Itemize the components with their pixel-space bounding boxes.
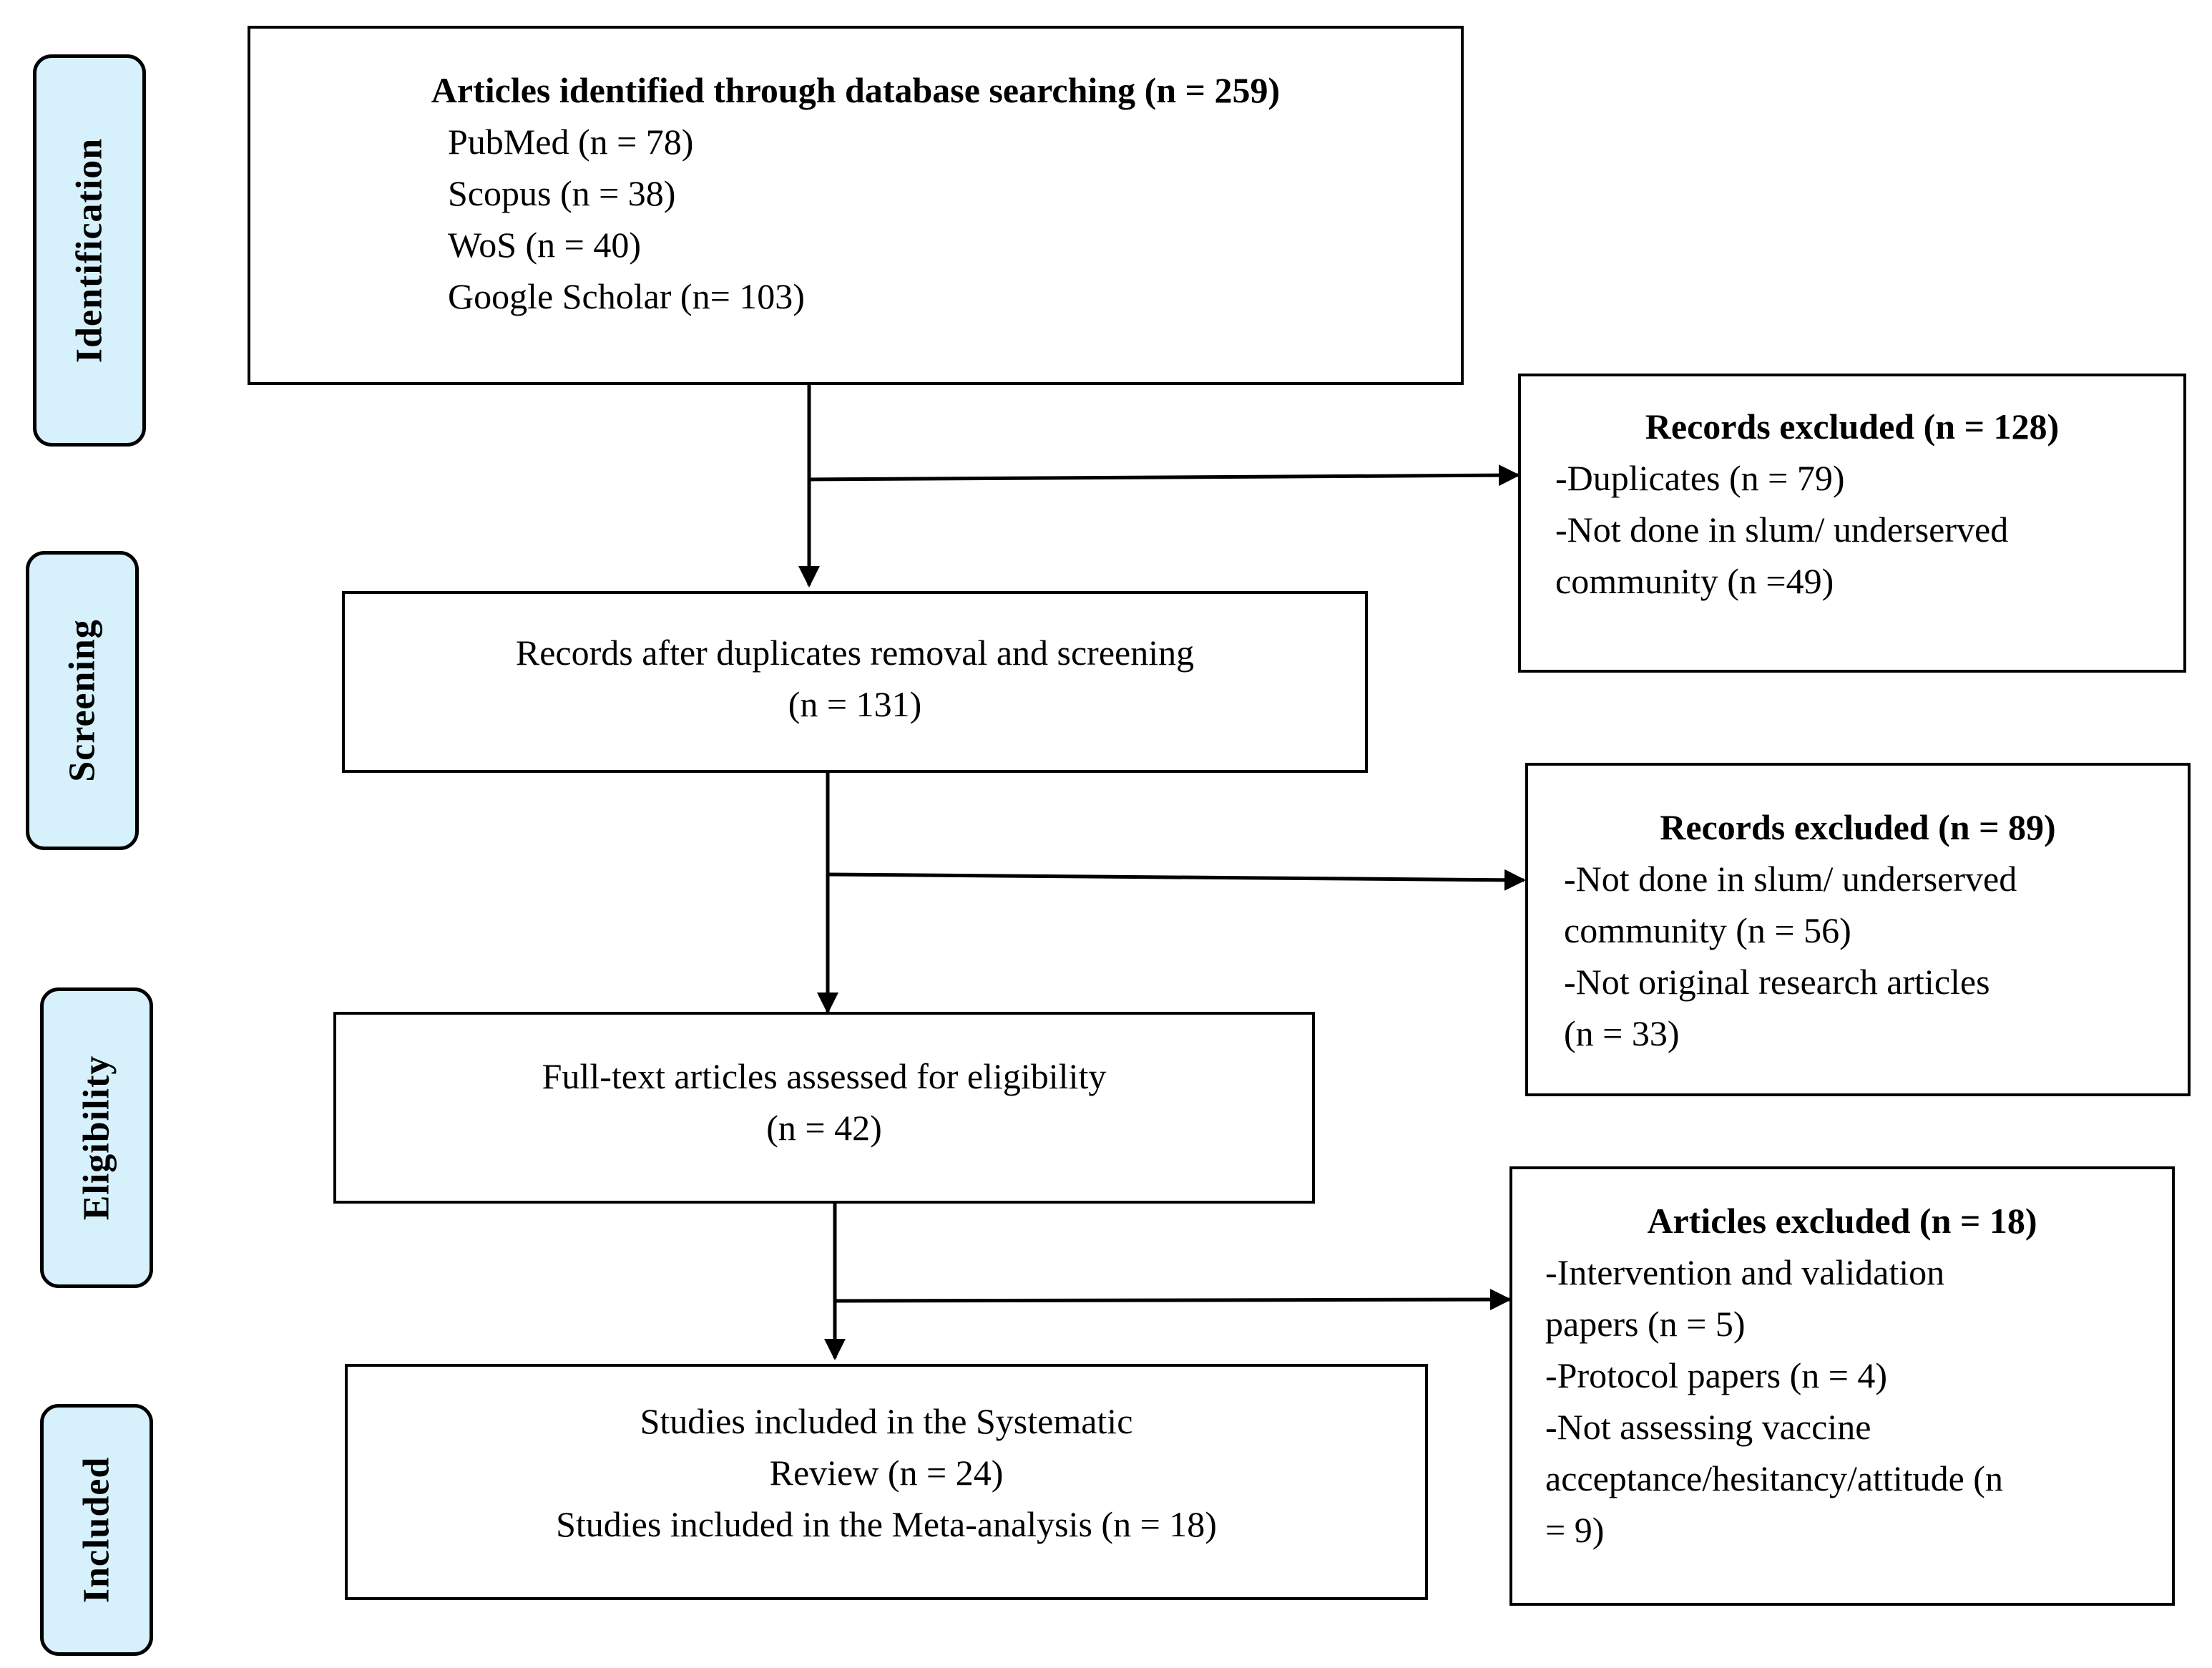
eligible-box: Full-text articles assessed for eligibil… xyxy=(333,1012,1315,1204)
excluded-1-line1: -Duplicates (n = 79) xyxy=(1555,458,1845,498)
included-line3: Studies included in the Meta-analysis (n… xyxy=(556,1504,1217,1544)
identified-google-scholar: Google Scholar (n= 103) xyxy=(448,276,805,316)
excluded-3-line5: acceptance/hesitancy/attitude (n xyxy=(1545,1458,2003,1498)
excluded-box-3: Articles excluded (n = 18) -Intervention… xyxy=(1509,1166,2175,1606)
stage-identification-label: Identification xyxy=(69,137,110,364)
excluded-3-title: Articles excluded (n = 18) xyxy=(1647,1201,2037,1241)
excluded-3-line4: -Not assessing vaccine xyxy=(1545,1407,1871,1447)
excluded-1-line3: community (n =49) xyxy=(1555,561,1834,601)
included-line2: Review (n = 24) xyxy=(769,1453,1004,1493)
identified-title: Articles identified through database sea… xyxy=(431,70,1281,110)
identified-pubmed: PubMed (n = 78) xyxy=(448,122,694,162)
excluded-3-line3: -Protocol papers (n = 4) xyxy=(1545,1355,1888,1395)
excluded-2-title: Records excluded (n = 89) xyxy=(1660,807,2056,847)
stage-screening-label: Screening xyxy=(62,619,103,782)
excluded-3-line1: -Intervention and validation xyxy=(1545,1252,1945,1292)
arrow-to-excluded-3 xyxy=(834,1289,1512,1311)
eligible-line2: (n = 42) xyxy=(766,1108,882,1148)
excluded-2-line3: -Not original research articles xyxy=(1564,962,1990,1002)
stage-eligibility-label: Eligibility xyxy=(76,1055,117,1221)
excluded-1-title: Records excluded (n = 128) xyxy=(1645,406,2060,447)
arrow-to-excluded-2 xyxy=(827,869,1526,891)
identified-wos: WoS (n = 40) xyxy=(448,225,641,265)
excluded-3-line6: = 9) xyxy=(1545,1510,1605,1550)
excluded-2-line2: community (n = 56) xyxy=(1564,910,1851,950)
screened-line1: Records after duplicates removal and scr… xyxy=(515,633,1195,673)
excluded-box-1: Records excluded (n = 128) -Duplicates (… xyxy=(1518,374,2186,673)
stage-included: Included xyxy=(40,1404,153,1656)
stage-screening: Screening xyxy=(26,551,139,850)
stage-eligibility: Eligibility xyxy=(40,987,153,1288)
eligible-line1: Full-text articles assessed for eligibil… xyxy=(542,1056,1107,1096)
excluded-2-line4: (n = 33) xyxy=(1564,1013,1680,1053)
included-line1: Studies included in the Systematic xyxy=(640,1401,1133,1441)
excluded-1-line2: -Not done in slum/ underserved xyxy=(1555,509,2009,550)
included-box: Studies included in the Systematic Revie… xyxy=(345,1364,1428,1600)
identified-scopus: Scopus (n = 38) xyxy=(448,173,676,213)
excluded-box-2: Records excluded (n = 89) -Not done in s… xyxy=(1525,763,2191,1096)
arrow-to-excluded-1 xyxy=(808,464,1520,487)
screened-box: Records after duplicates removal and scr… xyxy=(342,591,1368,773)
stage-included-label: Included xyxy=(76,1456,117,1604)
identified-box: Articles identified through database sea… xyxy=(248,26,1464,385)
excluded-3-line2: papers (n = 5) xyxy=(1545,1304,1746,1344)
excluded-2-line1: -Not done in slum/ underserved xyxy=(1564,859,2017,899)
screened-line2: (n = 131) xyxy=(788,684,922,724)
stage-identification: Identification xyxy=(33,54,146,447)
